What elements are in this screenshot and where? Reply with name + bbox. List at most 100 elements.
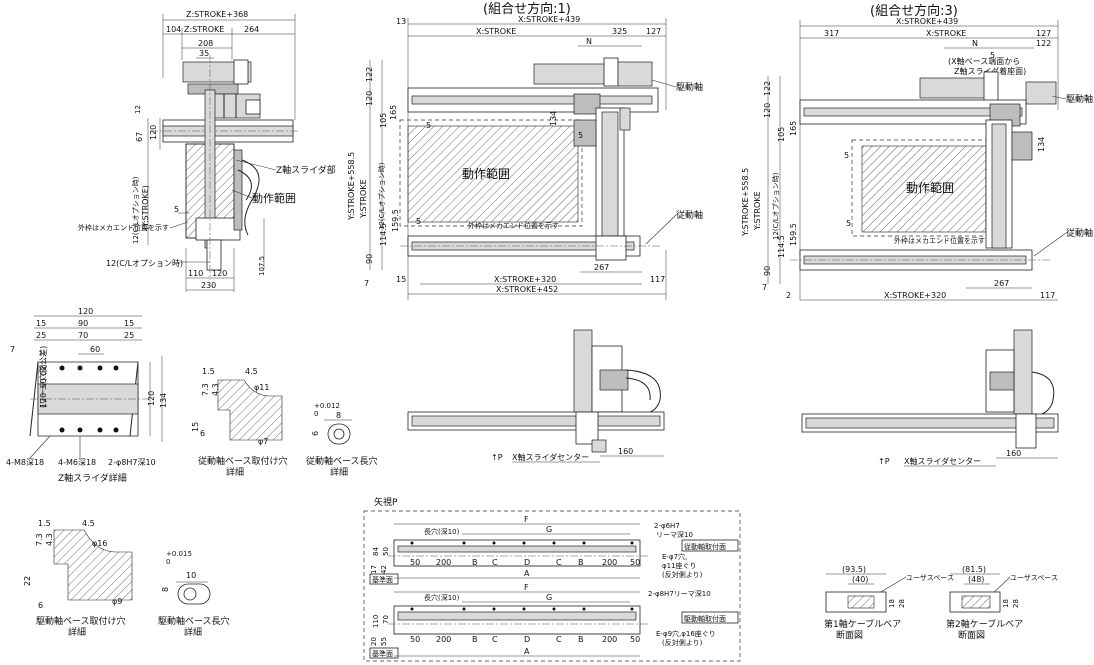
cable1-subtitle: 断面図 xyxy=(836,629,863,641)
dim-c-lb-a: C xyxy=(492,635,498,644)
dim-50-lb-b: 50 xyxy=(630,635,640,644)
dim-110-p: 110 xyxy=(372,615,380,628)
dim-105-c3: 105 xyxy=(777,127,786,142)
drive-mount-label: 駆動軸取付面 xyxy=(684,614,726,623)
x-center-label-2: X軸スライダセンター xyxy=(904,456,981,466)
dim-70-zs: 70 xyxy=(78,331,88,340)
dim-60-zs: 60 xyxy=(90,345,100,354)
dim-b-ub-a: B xyxy=(472,558,478,567)
cable-bear-2: (81.5) (48) ユーザスペース 18 28 第2軸ケーブルベア 断面図 xyxy=(946,565,1058,641)
dim-264: 264 xyxy=(244,25,259,34)
z-slider-detail: 120 15 90 15 25 70 25 60 7 (リーマ穴間公差) 120… xyxy=(6,307,168,484)
dim-67: 67 xyxy=(135,132,144,142)
arrow-p-title: 矢視P xyxy=(374,496,398,508)
dim-zstroke-368: Z:STROKE+368 xyxy=(186,10,248,19)
dim-d-ub: D xyxy=(524,558,530,567)
driven-slot-subtitle: 詳細 xyxy=(330,466,348,478)
driven-hole-subtitle: 詳細 xyxy=(226,466,244,478)
dim-17: 17 xyxy=(370,565,378,574)
dim-325: 325 xyxy=(612,27,627,36)
dim-81-5: (81.5) xyxy=(962,565,986,574)
dim-15-zs-b: 15 xyxy=(124,319,134,328)
x-center-label-1: X軸スライダセンター xyxy=(512,452,589,462)
dim-xstroke-320-c3: X:STROKE+320 xyxy=(884,291,946,300)
dim-4-5-dr: 4.5 xyxy=(82,519,95,528)
dim-104: 104 xyxy=(166,25,181,34)
dim-6-ds: 6 xyxy=(311,431,320,436)
dim-35: 35 xyxy=(199,49,209,58)
dim-122-c3-left: 122 xyxy=(763,81,772,96)
dim-122-c1: 122 xyxy=(365,67,374,82)
dim-n-c1: N xyxy=(586,37,592,46)
dim-xstroke-439-c3: X:STROKE+439 xyxy=(896,17,958,26)
dim-a-upper: A xyxy=(524,569,530,578)
dim-110: 110 xyxy=(188,269,203,278)
hole1-lower: E-φ9穴,φ16座ぐり xyxy=(656,629,716,638)
dim-55-p: 55 xyxy=(380,637,388,646)
dim-g-lower: G xyxy=(546,593,552,602)
dim-127-c1: 127 xyxy=(646,27,661,36)
dim-165-c1: 165 xyxy=(389,105,398,120)
dim-25-zs-a: 25 xyxy=(36,331,46,340)
driven-shaft-label-c3: 従動軸 xyxy=(1066,227,1093,239)
z-axis-view: Z:STROKE+368 104 Z:STROKE 264 208 35 xyxy=(78,10,336,292)
slot-label-upper: 長穴(深10) xyxy=(424,527,460,536)
hole1-upper: E-φ7穴, xyxy=(662,552,687,561)
drive-slot-detail: 10 8 +0.015 0 駆動軸ベース長穴 詳細 xyxy=(158,550,230,638)
dim-28-c2: 28 xyxy=(1012,599,1020,608)
arrow-p-view: 矢視P F G 長穴(深10) 2-φ6H7 リーマ深10 従動軸取付面 E-φ… xyxy=(363,496,741,662)
dim-200-lb-a: 200 xyxy=(436,635,451,644)
dim-1-5-dh: 1.5 xyxy=(202,367,215,376)
dim-ystroke-z: (Y:STROKE) xyxy=(141,185,150,230)
dim-5-z: 5 xyxy=(174,205,179,214)
pin2-label-upper: リーマ深10 xyxy=(656,530,693,539)
dim-5-c1a: 5 xyxy=(426,121,431,130)
dim-ystroke-c3: Y:STROKE xyxy=(753,191,762,231)
dim-c-ub-a: C xyxy=(492,558,498,567)
dim-g-upper: G xyxy=(546,525,552,534)
dim-134-c3: 134 xyxy=(1037,137,1046,152)
driven-slot-title: 従動軸ベース長穴 xyxy=(306,455,378,467)
side-view-1: ↑P X軸スライダセンター 160 xyxy=(407,329,665,463)
cable-bear-1: (93.5) (40) ユーザスペース 18 28 第1軸ケーブルベア 断面図 xyxy=(824,565,954,641)
dim-ystroke-c1: Y:STROKE xyxy=(359,179,368,219)
dim-d-lb: D xyxy=(524,635,530,644)
dim-xstroke-439-c1: X:STROKE+439 xyxy=(518,15,580,24)
dim-120-zs-side: 120 xyxy=(147,391,156,406)
dim-208: 208 xyxy=(198,39,213,48)
dim-15-zs-a: 15 xyxy=(36,319,46,328)
driven-hole-title: 従動軸ベース取付け穴 xyxy=(198,455,288,467)
dim-127-c3: 127 xyxy=(1036,29,1051,38)
dim-160-sv1: 160 xyxy=(618,447,633,456)
pin-label-upper: 2-φ6H7 xyxy=(654,522,680,530)
motion-range-label-c1: 動作範囲 xyxy=(462,166,510,181)
dim-267-c3: 267 xyxy=(994,279,1009,288)
dim-134-c1: 134 xyxy=(549,111,558,126)
note-z-seat: Z軸スライダ着座面) xyxy=(954,66,1026,76)
p-arrow-1: ↑P xyxy=(491,453,503,462)
dim-50-ub-a: 50 xyxy=(410,558,420,567)
dim-120-z: 120 xyxy=(149,125,158,140)
hole2-lower: (反対側より) xyxy=(662,638,703,647)
cable1-title: 第1軸ケーブルベア xyxy=(824,618,901,630)
drive-shaft-label-c1: 駆動軸 xyxy=(676,81,703,93)
dim-phi11: φ11 xyxy=(254,383,269,392)
dim-15-c1: 15 xyxy=(396,275,406,284)
dim-ystroke-558-c3: Y:STROKE+558.5 xyxy=(741,168,750,237)
dim-b-lb-a: B xyxy=(472,635,478,644)
dim-22-dr: 22 xyxy=(23,576,32,586)
hole3-upper: (反対側より) xyxy=(662,570,703,579)
driven-slot-detail: 8 6 +0.012 0 従動軸ベース長穴 詳細 xyxy=(306,402,378,478)
drive-hole-subtitle: 詳細 xyxy=(68,626,86,638)
tol-upper-ds: +0.012 xyxy=(314,402,340,410)
dim-90-c3: 90 xyxy=(763,266,772,276)
dim-8-drs: 8 xyxy=(161,587,170,592)
dim-12-cl-z: 12(C/Lオプション時) xyxy=(132,176,140,244)
dim-120-c1: 120 xyxy=(365,91,374,106)
dim-50-upper: 50 xyxy=(382,547,390,556)
cable2-title: 第2軸ケーブルベア xyxy=(946,618,1023,630)
z-slider-label: Z軸スライダ部 xyxy=(276,164,336,176)
dim-a-lower: A xyxy=(524,647,530,656)
drive-shaft-label-c3: 駆動軸 xyxy=(1066,93,1093,105)
